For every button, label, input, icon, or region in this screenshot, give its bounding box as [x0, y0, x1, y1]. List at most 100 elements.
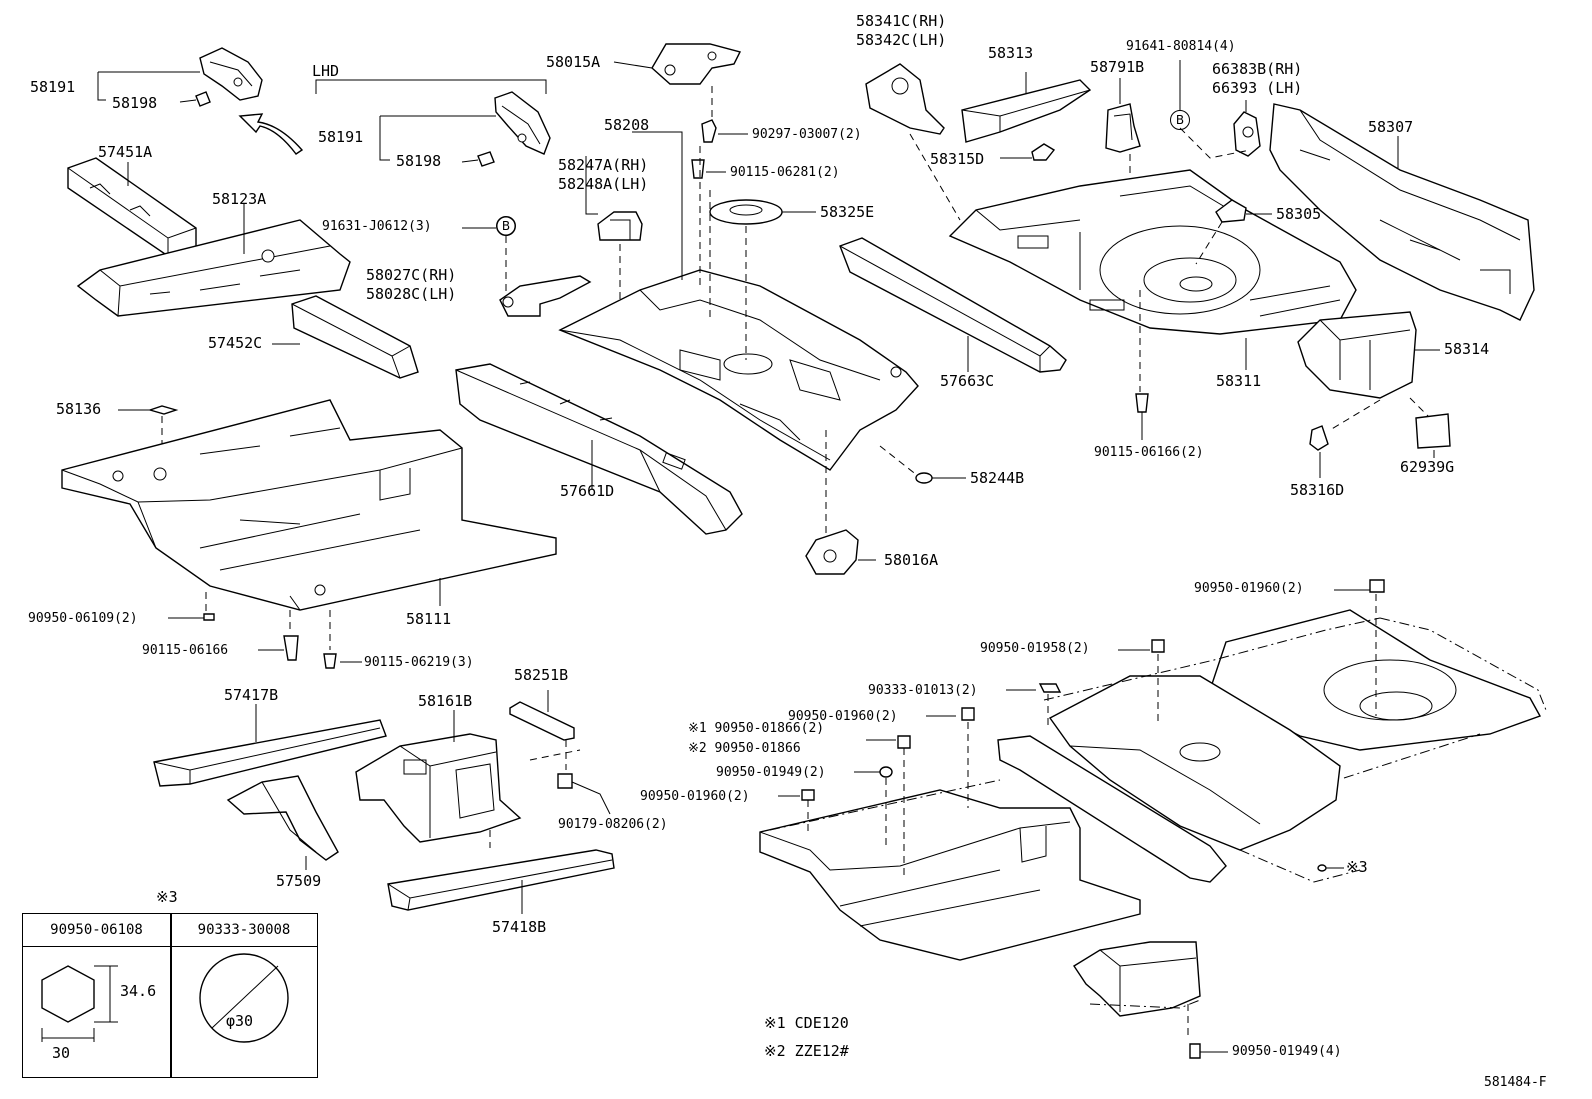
note-1: ※1 CDE120 — [764, 1014, 849, 1032]
label-58027C: 58027C(RH) — [366, 266, 457, 284]
assembly-view — [759, 609, 1547, 1017]
fastener-table: 90950-06108 90333-30008 — [22, 913, 318, 1078]
callout-b-2: B — [1170, 110, 1190, 130]
label-58313: 58313 — [988, 44, 1034, 62]
label-58248A: 58248A(LH) — [558, 175, 649, 193]
label-90179: 90179-08206(2) — [558, 817, 668, 832]
label-58208: 58208 — [604, 116, 650, 134]
label-58341C: 58341C(RH) — [856, 12, 947, 30]
label-58111: 58111 — [406, 610, 452, 628]
label-90115-06281: 90115-06281(2) — [730, 165, 840, 180]
label-58198-a: 58198 — [112, 94, 158, 112]
label-58015A: 58015A — [546, 53, 601, 71]
bracket-58791B — [1105, 103, 1141, 153]
label-58198-b: 58198 — [396, 152, 442, 170]
table-divider — [170, 914, 172, 1077]
label-58028C: 58028C(LH) — [366, 285, 457, 303]
label-ref3: ※3 — [1346, 858, 1368, 876]
grommets — [801, 579, 1385, 1059]
bracket-66383B — [1233, 111, 1261, 157]
table-col2-header: 90333-30008 — [171, 914, 317, 947]
drawing-id: 581484-F — [1484, 1075, 1547, 1090]
label-90950-01866-a: ※1 90950-01866(2) — [688, 721, 825, 736]
floor-58311 — [948, 169, 1357, 335]
bracket-57509 — [226, 775, 339, 861]
bracket-58015A — [651, 43, 742, 85]
panel-58161B — [355, 733, 522, 843]
label-58314: 58314 — [1444, 340, 1490, 358]
rail-57661D — [455, 363, 743, 535]
note-2: ※2 ZZE12# — [764, 1042, 849, 1060]
label-58244B: 58244B — [970, 469, 1025, 487]
label-58311: 58311 — [1216, 372, 1262, 390]
label-58191-b: 58191 — [318, 128, 364, 146]
label-66383B: 66383B(RH) — [1212, 60, 1303, 78]
table-col1-header: 90950-06108 — [23, 914, 171, 947]
duct-58027C — [499, 275, 592, 317]
label-58251B: 58251B — [514, 666, 569, 684]
table-title: ※3 — [156, 888, 178, 906]
label-90950-01949-b: 90950-01949(4) — [1232, 1044, 1342, 1059]
panel-58341C — [865, 63, 945, 135]
dim-diameter: φ30 — [226, 1012, 254, 1030]
label-58136: 58136 — [56, 400, 102, 418]
label-58316D: 58316D — [1290, 481, 1345, 499]
bolt-58198-a — [195, 91, 211, 107]
label-58791B: 58791B — [1090, 58, 1145, 76]
label-90950-01958: 90950-01958(2) — [980, 641, 1090, 656]
bracket-58191-b — [494, 91, 551, 155]
label-57661D: 57661D — [560, 482, 615, 500]
label-58315D: 58315D — [930, 150, 985, 168]
callout-b-1: B — [496, 216, 516, 236]
rail-57417B — [153, 719, 387, 787]
dim-height: 34.6 — [120, 982, 157, 1000]
bracket-58016A — [805, 529, 859, 575]
label-58342C: 58342C(LH) — [856, 31, 947, 49]
table-shapes — [41, 953, 289, 1043]
label-57451A: 57451A — [98, 143, 153, 161]
label-57417B: 57417B — [224, 686, 279, 704]
label-57663C: 57663C — [940, 372, 995, 390]
label-90950-01949-a: 90950-01949(2) — [716, 765, 826, 780]
clip-58247A — [597, 211, 643, 241]
rail-57451A — [67, 157, 197, 257]
label-57509: 57509 — [276, 872, 322, 890]
label-90115-06166-b: 90115-06166(2) — [1094, 445, 1204, 460]
panel-58307 — [1269, 103, 1535, 321]
member-57452C — [291, 295, 419, 379]
member-58123A — [76, 219, 351, 317]
panel-58314 — [1297, 311, 1417, 399]
rail-57418B — [387, 849, 615, 911]
label-57452C: 57452C — [208, 334, 263, 352]
floor-58208 — [558, 269, 919, 471]
label-58161B: 58161B — [418, 692, 473, 710]
label-90950-06109: 90950-06109(2) — [28, 611, 138, 626]
label-57418B: 57418B — [492, 918, 547, 936]
label-lhd: LHD — [312, 62, 340, 80]
label-58016A: 58016A — [884, 551, 939, 569]
label-90115-06219: 90115-06219(3) — [364, 655, 474, 670]
label-66393: 66393 (LH) — [1212, 79, 1303, 97]
label-58307: 58307 — [1368, 118, 1414, 136]
label-58325E: 58325E — [820, 203, 875, 221]
label-58123A: 58123A — [212, 190, 267, 208]
rail-57663C — [839, 237, 1067, 373]
label-90950-01960-c: 90950-01960(2) — [640, 789, 750, 804]
dim-width: 30 — [52, 1044, 71, 1062]
label-90297: 90297-03007(2) — [752, 127, 862, 142]
label-58191-a: 58191 — [30, 78, 76, 96]
floor-58111 — [61, 399, 557, 611]
label-90950-01960-a: 90950-01960(2) — [1194, 581, 1304, 596]
label-90333-01013: 90333-01013(2) — [868, 683, 978, 698]
label-90950-01960-b: 90950-01960(2) — [788, 709, 898, 724]
label-58247A: 58247A(RH) — [558, 156, 649, 174]
label-91641: 91641-80814(4) — [1126, 39, 1236, 54]
label-62939G: 62939G — [1400, 458, 1455, 476]
label-90115-06166-a: 90115-06166 — [142, 643, 229, 658]
bracket-58191-a — [199, 47, 263, 101]
label-58305: 58305 — [1276, 205, 1322, 223]
label-90950-01866-b: ※2 90950-01866 — [688, 741, 801, 756]
rail-58313 — [961, 79, 1092, 143]
